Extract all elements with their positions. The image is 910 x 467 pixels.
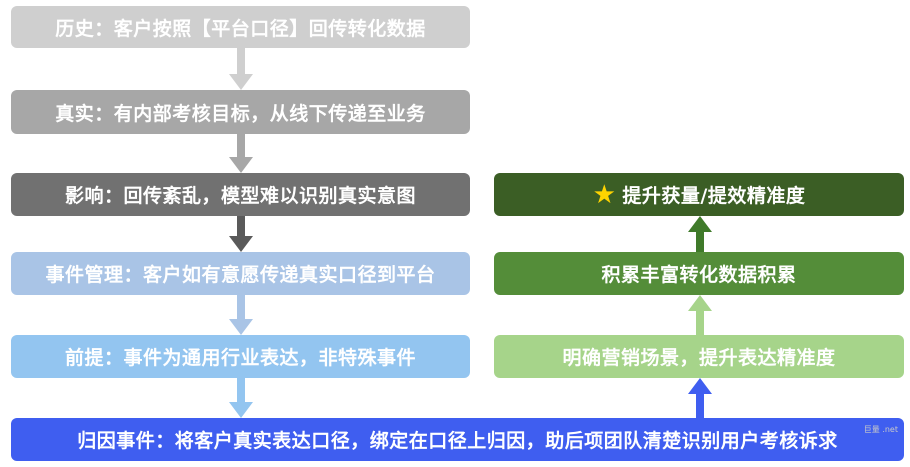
attribution-event-bar: 归因事件：将客户真实表达口径，绑定在口径上归因，助后项团队清楚识别用户考核诉求: [11, 418, 904, 461]
clarify-box: 明确营销场景，提升表达精准度: [494, 335, 904, 378]
clarify-text: 明确营销场景，提升表达精准度: [562, 347, 836, 369]
premise-text: 前提：事件为通用行业表达，非特殊事件: [64, 347, 416, 369]
up-arrow-icon: [688, 378, 712, 418]
history-text: 历史：客户按照【平台口径】回传转化数据: [55, 17, 426, 40]
premise-box: 前提：事件为通用行业表达，非特殊事件: [11, 335, 470, 378]
accumulate-text: 积累丰富转化数据积累: [601, 264, 797, 286]
watermark: 巨量 .net: [863, 425, 898, 434]
accumulate-box: 积累丰富转化数据积累: [494, 252, 904, 295]
down-arrow-icon: [229, 378, 253, 418]
up-arrow-icon: [688, 295, 712, 335]
goal-text: 提升获量/提效精准度: [622, 185, 806, 207]
attribution-event-text: 归因事件：将客户真实表达口径，绑定在口径上归因，助后项团队清楚识别用户考核诉求: [77, 430, 838, 452]
impact-text: 影响：回传紊乱，模型难以识别真实意图: [64, 185, 416, 207]
event-management-box: 事件管理：客户如有意愿传递真实口径到平台: [11, 252, 470, 295]
reality-box: 真实：有内部考核目标，从线下传递至业务: [11, 90, 470, 134]
down-arrow-icon: [229, 295, 253, 335]
down-arrow-icon: [229, 134, 253, 173]
history-box: 历史：客户按照【平台口径】回传转化数据: [11, 6, 470, 48]
reality-text: 真实：有内部考核目标，从线下传递至业务: [55, 102, 426, 125]
up-arrow-icon: [688, 216, 712, 252]
star-icon: ★: [592, 179, 617, 210]
event-management-text: 事件管理：客户如有意愿传递真实口径到平台: [45, 264, 436, 286]
impact-box: 影响：回传紊乱，模型难以识别真实意图: [11, 173, 470, 216]
down-arrow-icon: [229, 48, 253, 90]
down-arrow-icon: [229, 216, 253, 252]
goal-box: ★ 提升获量/提效精准度: [494, 173, 904, 216]
